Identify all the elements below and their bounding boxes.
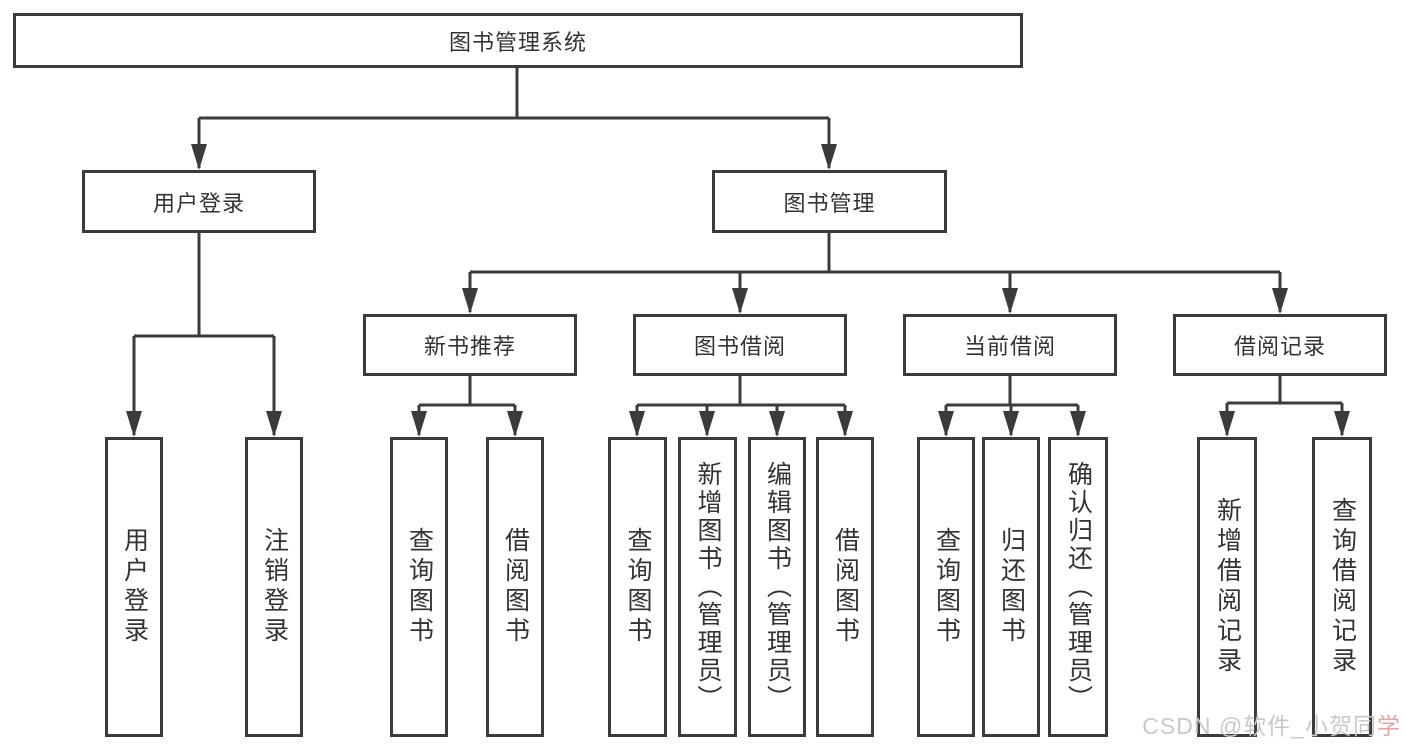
leaf-edit-book-admin: 编辑图书（管理员） [748, 437, 806, 737]
node-current-borrow: 当前借阅 [903, 314, 1117, 376]
node-borrow-records: 借阅记录 [1173, 314, 1387, 376]
leaf-query-book-borrow: 查询图书 [608, 437, 667, 737]
watermark-text-tail: 学 [1377, 713, 1401, 739]
node-book-borrow: 图书借阅 [633, 314, 847, 376]
leaf-return-book: 归还图书 [982, 437, 1040, 737]
leaf-logout: 注销登录 [245, 437, 303, 737]
leaf-query-book-recommend: 查询图书 [390, 437, 448, 737]
leaf-borrow-book-recommend: 借阅图书 [486, 437, 544, 737]
node-book-management: 图书管理 [712, 170, 947, 233]
leaf-borrow-book-borrow: 借阅图书 [816, 437, 874, 737]
leaf-add-book-admin: 新增图书（管理员） [678, 437, 737, 737]
leaf-add-borrow-record: 新增借阅记录 [1197, 437, 1257, 737]
arrowheads [126, 144, 1350, 437]
watermark-text: CSDN @软件_小贺同 [1142, 713, 1377, 739]
leaf-confirm-return-admin: 确认归还（管理员） [1048, 437, 1108, 737]
leaf-user-login: 用户登录 [105, 437, 163, 737]
node-new-book-recommend: 新书推荐 [363, 314, 577, 376]
node-root: 图书管理系统 [13, 13, 1023, 68]
leaf-query-book-current: 查询图书 [917, 437, 975, 737]
leaf-query-borrow-record: 查询借阅记录 [1312, 437, 1372, 737]
node-user-login: 用户登录 [82, 170, 316, 233]
csdn-watermark: CSDN @软件_小贺同学 [1142, 707, 1401, 741]
